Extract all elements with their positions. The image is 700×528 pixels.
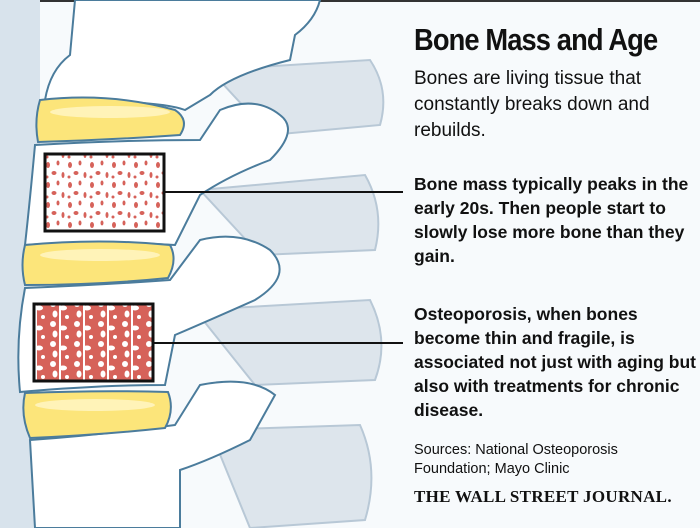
- bone-mass-lead: Bone mass: [414, 174, 508, 194]
- osteoporotic-bone-inset: [32, 302, 155, 383]
- osteoporosis-lead: Osteoporosis,: [414, 304, 532, 324]
- osteoporosis-note: Osteoporosis, when bones become thin and…: [414, 302, 700, 422]
- publisher-logo: THE WALL STREET JOURNAL.: [414, 487, 672, 506]
- intro-text: Bones are living tissue that constantly …: [414, 68, 650, 141]
- osteoporosis-text: when bones become thin and fragile, is a…: [414, 304, 696, 420]
- top-rule: [0, 0, 700, 2]
- bone-mass-note: Bone mass typically peaks in the early 2…: [414, 172, 700, 268]
- bone-mass-text: typically peaks in the early 20s. Then p…: [414, 174, 689, 266]
- sources: Sources: National Osteoporosis Foundatio…: [414, 442, 618, 477]
- disc-2: [21, 240, 175, 287]
- page-title: Bone Mass and Age: [414, 22, 658, 57]
- spine-illustration: [0, 0, 403, 528]
- healthy-bone-inset: [43, 152, 166, 233]
